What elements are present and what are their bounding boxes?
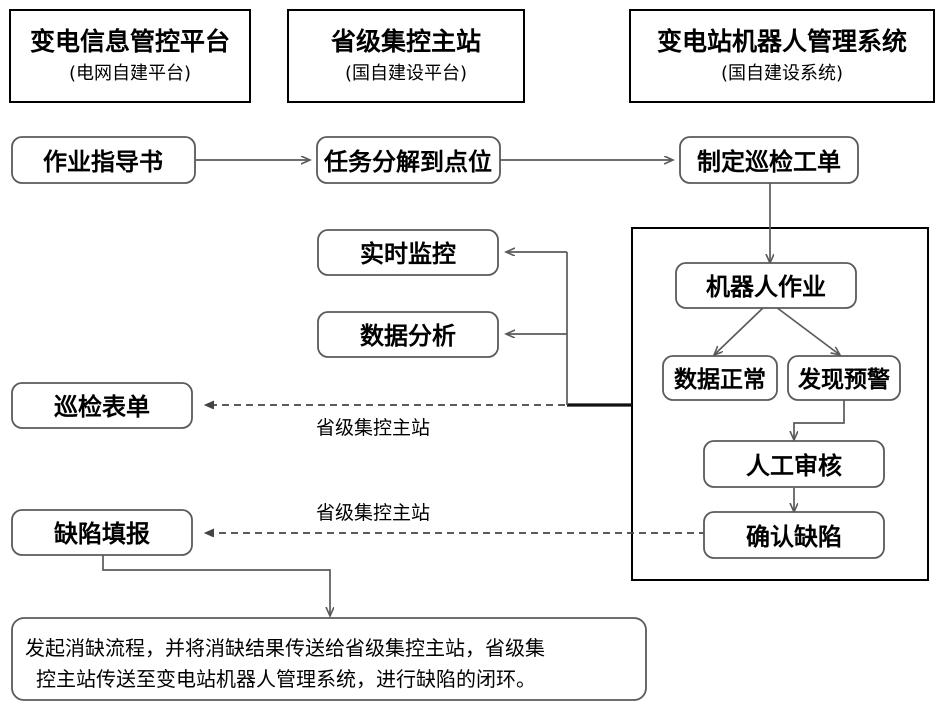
edge-warning-to-review bbox=[794, 400, 845, 440]
edge-label-defect-report: 省级集控主站 bbox=[316, 502, 430, 524]
closure-note[interactable]: 发起消缺流程，并将消缺结果传送给省级集控主站，省级集 控主站传送至变电站机器人管… bbox=[11, 617, 647, 701]
node-inspection-form[interactable]: 巡检表单 bbox=[11, 382, 193, 429]
node-found-warning[interactable]: 发现预警 bbox=[787, 355, 901, 401]
edge-robot-to-warning bbox=[775, 306, 840, 355]
node-make-workorder-box[interactable] bbox=[679, 136, 859, 184]
node-robot-operation-label: 机器人作业 bbox=[706, 273, 826, 301]
node-robot-operation[interactable]: 机器人作业 bbox=[675, 262, 857, 309]
node-task-decompose-label: 任务分解到点位 bbox=[323, 148, 492, 176]
node-realtime-monitor[interactable]: 实时监控 bbox=[317, 229, 499, 276]
node-data-normal[interactable]: 数据正常 bbox=[662, 355, 778, 401]
header-province-box bbox=[287, 9, 525, 103]
node-defect-report-box[interactable] bbox=[11, 509, 193, 556]
header-province-title: 省级集控主站 bbox=[330, 27, 481, 56]
node-inspection-form-label: 巡检表单 bbox=[54, 393, 150, 421]
node-inspection-form-box[interactable] bbox=[11, 382, 193, 429]
node-data-analysis-box[interactable] bbox=[317, 311, 499, 358]
node-manual-review[interactable]: 人工审核 bbox=[703, 440, 885, 488]
closure-note-line2: 控主站传送至变电站机器人管理系统，进行缺陷的闭环。 bbox=[36, 667, 536, 691]
header-robot-title: 变电站机器人管理系统 bbox=[657, 27, 907, 56]
node-manual-review-box[interactable] bbox=[703, 440, 885, 488]
closure-note-line1: 发起消缺流程，并将消缺结果传送给省级集控主站，省级集 bbox=[25, 636, 545, 660]
header-robot-subtitle: (国自建设系统) bbox=[721, 63, 843, 84]
header-province-subtitle: (国自建设平台) bbox=[345, 63, 467, 84]
header-robot: 变电站机器人管理系统 (国自建设系统) bbox=[629, 9, 935, 103]
header-platform-title: 变电信息管控平台 bbox=[30, 27, 230, 56]
closure-note-box[interactable] bbox=[11, 617, 647, 701]
node-data-normal-label: 数据正常 bbox=[674, 367, 766, 393]
header-platform-box bbox=[9, 9, 251, 103]
header-province: 省级集控主站 (国自建设平台) bbox=[287, 9, 525, 103]
header-platform: 变电信息管控平台 (电网自建平台) bbox=[9, 9, 251, 103]
node-defect-report[interactable]: 缺陷填报 bbox=[11, 509, 193, 556]
node-work-instruction-label: 作业指导书 bbox=[43, 148, 163, 176]
node-realtime-monitor-box[interactable] bbox=[317, 229, 499, 276]
edge-defect-report-to-note bbox=[102, 555, 330, 616]
node-make-workorder-label: 制定巡检工单 bbox=[697, 148, 841, 176]
node-realtime-monitor-label: 实时监控 bbox=[360, 240, 456, 268]
node-task-decompose[interactable]: 任务分解到点位 bbox=[316, 136, 501, 184]
node-confirm-defect[interactable]: 确认缺陷 bbox=[703, 511, 885, 559]
node-data-analysis[interactable]: 数据分析 bbox=[317, 311, 499, 358]
node-task-decompose-box[interactable] bbox=[316, 136, 501, 184]
header-robot-box bbox=[629, 9, 935, 103]
node-found-warning-box[interactable] bbox=[787, 355, 901, 401]
node-defect-report-label: 缺陷填报 bbox=[54, 520, 150, 548]
node-work-instruction[interactable]: 作业指导书 bbox=[11, 136, 196, 184]
edge-label-inspection-form: 省级集控主站 bbox=[316, 417, 430, 439]
header-platform-subtitle: (电网自建平台) bbox=[69, 63, 191, 84]
node-confirm-defect-box[interactable] bbox=[703, 511, 885, 559]
node-robot-operation-box[interactable] bbox=[675, 262, 857, 309]
node-confirm-defect-label: 确认缺陷 bbox=[746, 523, 842, 551]
node-found-warning-label: 发现预警 bbox=[797, 366, 890, 393]
edge-robot-to-normal bbox=[714, 306, 765, 355]
node-data-normal-box[interactable] bbox=[662, 355, 778, 401]
node-data-analysis-label: 数据分析 bbox=[360, 322, 456, 350]
node-work-instruction-box[interactable] bbox=[11, 136, 196, 184]
node-make-workorder[interactable]: 制定巡检工单 bbox=[679, 136, 859, 184]
node-manual-review-label: 人工审核 bbox=[746, 452, 842, 480]
